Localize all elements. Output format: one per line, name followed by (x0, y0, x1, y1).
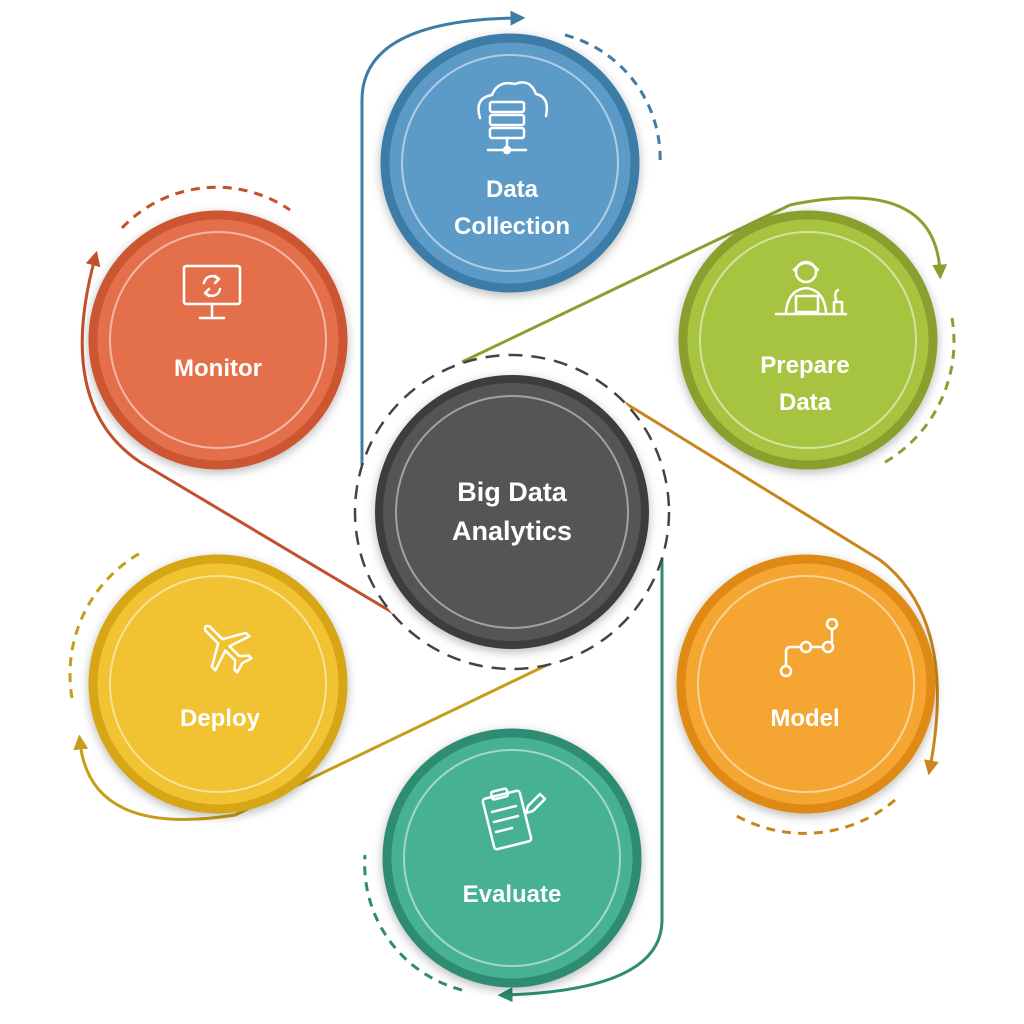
dashed-arc-evaluate (363, 854, 463, 992)
node-circle (88, 554, 348, 814)
node-label: Monitor (174, 355, 262, 382)
node-label-line1: Prepare (760, 352, 849, 379)
airplane-icon (203, 624, 253, 674)
connector-monitor (80, 250, 401, 619)
node-circle (678, 210, 938, 470)
node-circle (380, 33, 640, 293)
connector-data-collection (360, 10, 526, 465)
center-title-line2: Analytics (452, 516, 572, 546)
center-hub: Big Data Analytics (353, 353, 671, 671)
connectors (68, 10, 956, 1003)
node-model: Model (676, 554, 936, 814)
dashed-arc-data-collection (564, 33, 662, 166)
dashed-arc-model (734, 798, 896, 835)
node-data-collection: Data Collection (380, 33, 640, 293)
connector-model (624, 401, 939, 776)
dashed-arc-prepare-data (879, 317, 956, 467)
monitor-refresh-icon (182, 264, 242, 320)
node-label: Evaluate (463, 881, 562, 908)
center-title-line1: Big Data (457, 477, 568, 507)
node-label: Deploy (180, 705, 261, 732)
node-prepare-data: Prepare Data (678, 210, 938, 470)
dashed-arc-deploy (68, 550, 143, 699)
clipboard-pencil-icon (481, 787, 547, 851)
node-label-line1: Data (486, 176, 539, 203)
connected-nodes-icon (779, 617, 839, 678)
connector-deploy (73, 660, 554, 821)
cloud-server-icon (477, 81, 549, 155)
node-deploy: Deploy (88, 554, 348, 814)
connector-prepare-data (461, 196, 948, 364)
node-label: Model (770, 705, 839, 732)
dashed-arc-monitor (120, 185, 291, 230)
node-evaluate: Evaluate (382, 728, 642, 988)
node-label-line2: Collection (454, 213, 570, 240)
person-at-desk-icon (774, 260, 848, 316)
node-monitor: Monitor (88, 210, 348, 470)
node-label-line2: Data (779, 389, 832, 416)
connector-evaluate (497, 558, 664, 1003)
node-circle (676, 554, 936, 814)
center-circle (375, 375, 649, 649)
node-circle (382, 728, 642, 988)
node-circle (88, 210, 348, 470)
